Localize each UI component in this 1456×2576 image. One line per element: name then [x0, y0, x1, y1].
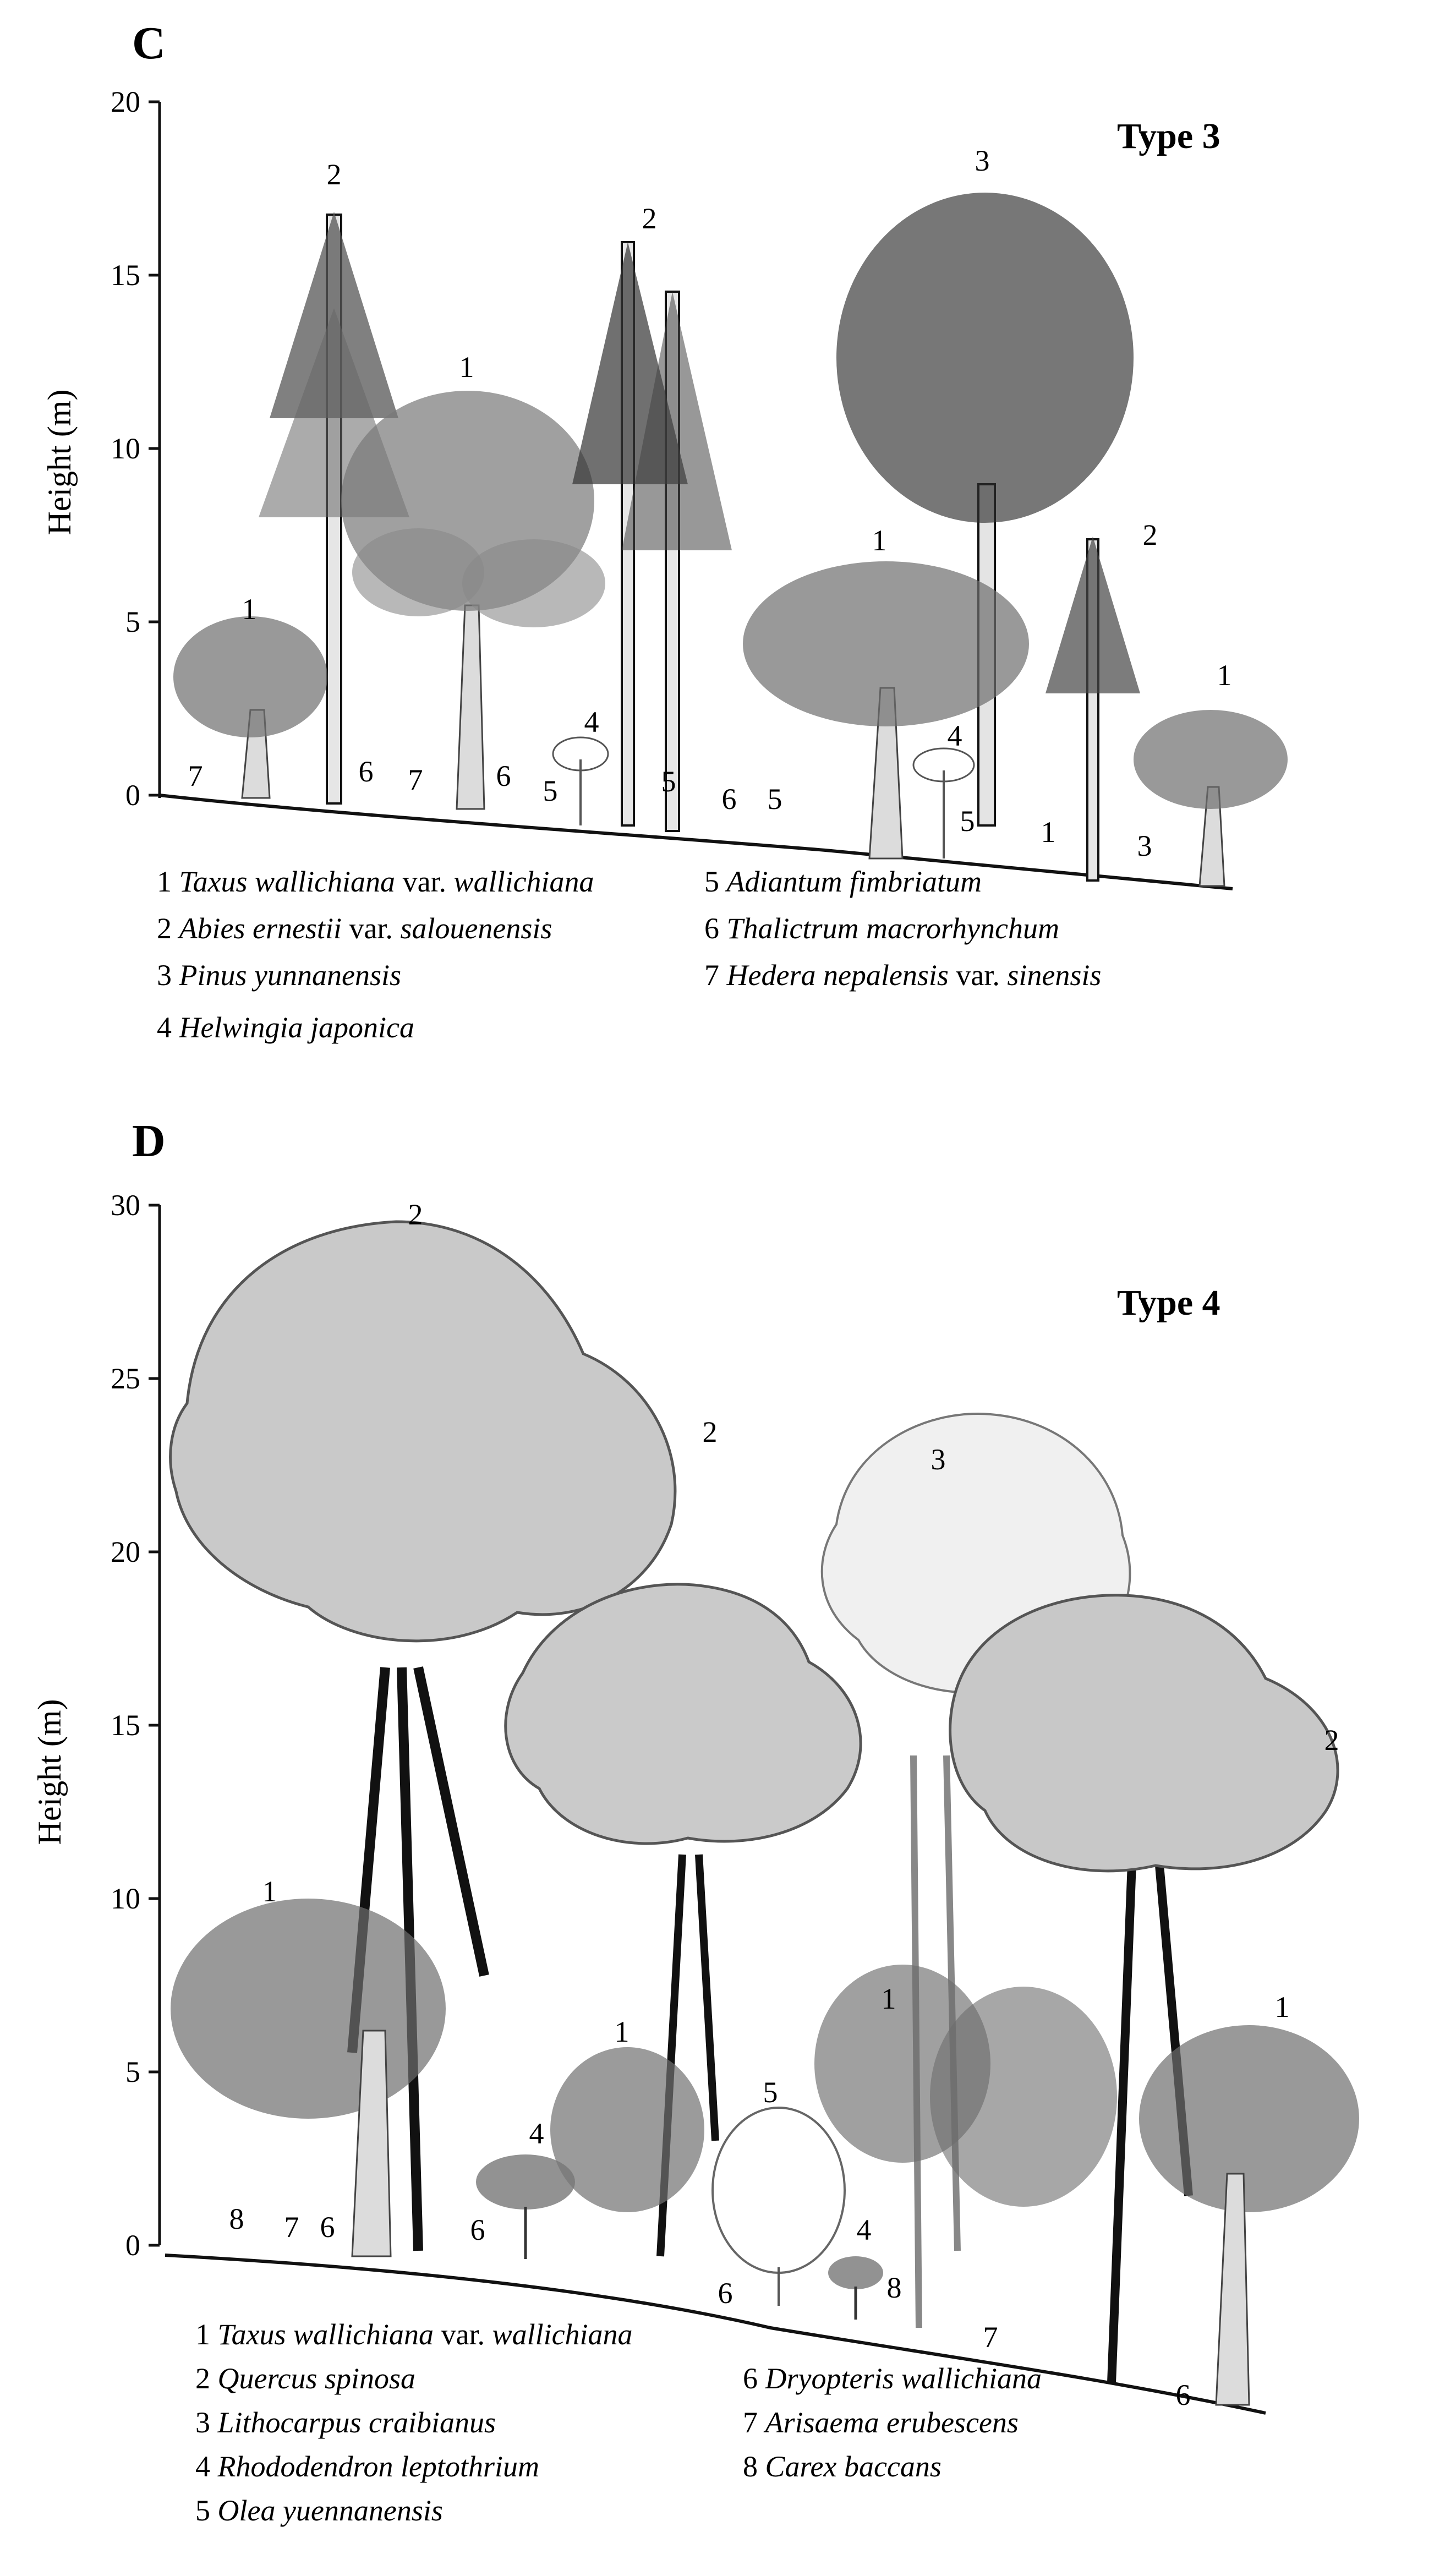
vegetation-profile-d: 0 5 10 15 20 25 30 Height (m)	[31, 1189, 1359, 2415]
tree-label: 2	[408, 1198, 423, 1231]
helwingia-shrub-illustration	[552, 736, 975, 858]
tree-label: 2	[1324, 1724, 1339, 1757]
tree-label: 8	[887, 2271, 902, 2304]
legend-item: 2 Quercus spinosa	[195, 2362, 415, 2395]
y-axis-label: Height (m)	[31, 1699, 68, 1845]
y-ticks	[149, 1204, 160, 2247]
tree-label: 1	[882, 1982, 896, 2015]
legend-item: 3 Lithocarpus craibianus	[195, 2406, 496, 2439]
ground-line	[165, 2254, 1266, 2415]
taxus-tree-illustration	[173, 616, 327, 799]
tree-label: 8	[229, 2202, 244, 2235]
tree-label: 5	[543, 774, 558, 807]
tree-label: 5	[960, 805, 975, 838]
panel-letter: D	[132, 1115, 166, 1167]
tree-label: 1	[1217, 659, 1232, 692]
olea-shrub-illustration	[711, 2107, 846, 2306]
panel-c: C Type 3 0 5 10 15 20 Height (m)	[0, 0, 1456, 1090]
tree-label: 7	[284, 2211, 299, 2244]
tree-label: 2	[1143, 518, 1158, 551]
tree-label: 5	[763, 2076, 778, 2109]
rhododendron-shrub-illustration	[476, 2154, 883, 2320]
tree-label: 1	[242, 593, 257, 626]
legend-item: 7 Hedera nepalensis var. sinensis	[704, 959, 1102, 992]
tree-label: 5	[661, 765, 676, 798]
tree-label: 4	[584, 705, 599, 739]
tick-label: 10	[111, 1882, 140, 1915]
tree-label: 6	[320, 2211, 335, 2244]
tree-label: 2	[703, 1415, 718, 1448]
vegetation-profile-c: 0 5 10 15 20 Height (m)	[41, 85, 1288, 890]
tree-label: 3	[975, 144, 990, 177]
taxus-tree-illustration	[1139, 2025, 1359, 2406]
tree-label: 2	[327, 158, 342, 191]
legend-item: 4 Helwingia japonica	[157, 1011, 414, 1044]
tree-label: 2	[642, 202, 657, 235]
tick-label: 5	[125, 605, 140, 638]
abies-tree-illustration	[1046, 537, 1140, 882]
tree-label: 3	[1137, 829, 1152, 862]
taxus-tree-illustration	[171, 1899, 446, 2257]
taxus-tree-illustration	[814, 1965, 1117, 2207]
tree-label: 6	[470, 2213, 485, 2246]
tree-label: 1	[1275, 1990, 1290, 2023]
taxus-tree-illustration	[341, 391, 605, 810]
tree-label: 4	[857, 2213, 872, 2246]
tree-label: 7	[408, 763, 423, 796]
tick-label: 15	[111, 1709, 140, 1742]
tick-label: 15	[111, 259, 140, 292]
tick-label: 0	[125, 2229, 140, 2262]
taxus-tree-illustration	[1134, 710, 1288, 887]
legend-item: 5 Adiantum fimbriatum	[704, 865, 982, 898]
type-label: Type 4	[1117, 1283, 1220, 1323]
tree-label: 5	[768, 783, 782, 816]
tick-label: 10	[111, 432, 140, 465]
tree-label: 1	[1041, 816, 1056, 849]
legend-item: 1 Taxus wallichiana var. wallichiana	[195, 2318, 633, 2351]
tick-label: 20	[111, 85, 140, 118]
tick-label: 25	[111, 1362, 140, 1395]
legend-item: 4 Rhododendron leptothrium	[195, 2450, 539, 2483]
tick-label: 5	[125, 2055, 140, 2088]
tree-label: 1	[262, 1875, 277, 1908]
quercus-tree-illustration	[504, 1583, 862, 2257]
tree-label: 4	[529, 2117, 544, 2150]
tick-label: 0	[125, 779, 140, 812]
legend-item: 6 Thalictrum macrorhynchum	[704, 912, 1059, 945]
tree-label: 6	[1176, 2378, 1191, 2411]
tree-label: 1	[615, 2015, 630, 2048]
ground-line	[159, 794, 1233, 890]
legend-item: 8 Carex baccans	[743, 2450, 942, 2483]
legend-item: 1 Taxus wallichiana var. wallichiana	[157, 865, 594, 898]
tree-label: 4	[948, 719, 962, 752]
panel-letter: C	[132, 18, 166, 69]
tree-label: 6	[722, 783, 737, 816]
taxus-tree-illustration	[743, 561, 1029, 860]
tree-label: 7	[188, 759, 203, 792]
tree-label: 6	[496, 759, 511, 792]
panel-d: D Type 4 0 5 10 15 20 25 30 Height (m)	[0, 1095, 1456, 2576]
type-label: Type 3	[1117, 116, 1220, 156]
tree-label: 3	[931, 1443, 946, 1476]
legend-item: 5 Olea yuennanensis	[195, 2494, 443, 2527]
legend-item: 6 Dryopteris wallichiana	[743, 2362, 1042, 2395]
tick-label: 20	[111, 1535, 140, 1568]
legend-item: 7 Arisaema erubescens	[743, 2406, 1019, 2439]
legend-item: 2 Abies ernestii var. salouenensis	[157, 912, 552, 945]
tree-label: 1	[459, 351, 474, 384]
legend-item: 3 Pinus yunnanensis	[157, 959, 401, 992]
tree-label: 6	[718, 2277, 733, 2310]
tree-label: 7	[983, 2321, 998, 2354]
tree-label: 1	[872, 524, 887, 557]
tick-label: 30	[111, 1189, 140, 1222]
y-axis-label: Height (m)	[41, 390, 78, 535]
abies-pair-illustration	[572, 241, 732, 832]
quercus-tree-illustration	[949, 1594, 1339, 2383]
tree-label: 6	[359, 755, 374, 788]
y-ticks	[149, 100, 160, 797]
taxus-tree-illustration	[550, 2047, 704, 2212]
